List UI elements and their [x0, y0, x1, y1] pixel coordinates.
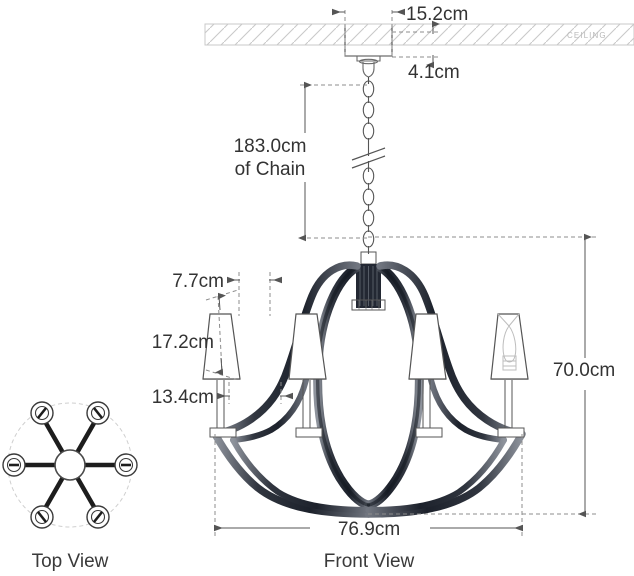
center-column: [351, 251, 386, 311]
dim-shade-height: 17.2cm: [152, 332, 214, 353]
lamp-arm-4: [490, 313, 529, 438]
top-view-socket: [30, 505, 54, 529]
front-view-label: Front View: [324, 551, 415, 572]
lower-loop-arms: [211, 430, 526, 518]
dim-chain-length-line2: of Chain: [235, 159, 306, 180]
dim-canopy-height: 4.1cm: [408, 62, 460, 83]
lamp-arm-3: [408, 313, 447, 438]
top-view-socket: [86, 505, 110, 529]
dim-canopy-width: 15.2cm: [406, 4, 468, 25]
dimension-arrows: [214, 8, 592, 532]
dim-chain-length: 183.0cm: [234, 136, 307, 157]
dim-fixture-height: 70.0cm: [553, 360, 615, 381]
top-view-socket: [86, 401, 110, 425]
chandelier-body: [202, 251, 529, 518]
urn-frame: [313, 263, 424, 510]
top-view-socket: [2, 453, 26, 477]
mid-arm-sweeps: [230, 377, 507, 443]
ceiling-label: CEILING: [567, 31, 607, 40]
dim-fixture-width: 76.9cm: [338, 519, 400, 540]
candle-bulb-icon: [497, 313, 520, 371]
top-view-diagram: [2, 401, 138, 529]
outer-arm-sweeps: [211, 261, 526, 438]
lamp-arm-1: [202, 313, 241, 438]
top-view-socket: [30, 401, 54, 425]
dim-shade-bottom-width: 13.4cm: [152, 387, 214, 408]
top-view-label: Top View: [32, 551, 109, 572]
dim-shade-top-width: 7.7cm: [172, 271, 224, 292]
hanging-chain: [351, 80, 386, 254]
lamp-arm-2: [288, 313, 327, 438]
top-view-socket: [114, 453, 138, 477]
ceiling-band: CEILING: [204, 23, 634, 46]
